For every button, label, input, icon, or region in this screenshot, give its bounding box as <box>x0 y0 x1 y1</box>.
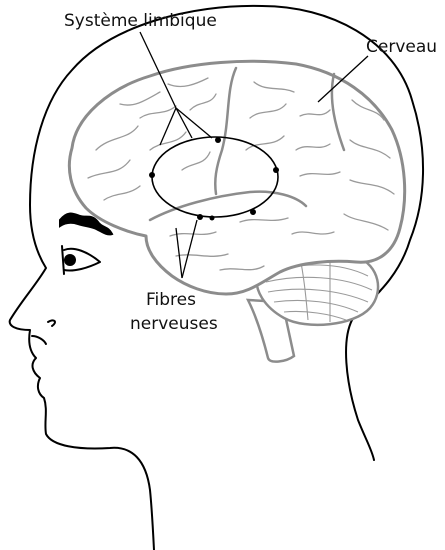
limbic-node <box>215 137 221 143</box>
limbic-node <box>273 167 279 173</box>
cerebrum <box>69 61 404 294</box>
label-brain: Cerveau <box>366 37 437 57</box>
brain-outline <box>69 61 404 294</box>
limbic-node <box>149 172 155 178</box>
lips <box>48 320 55 326</box>
label-limbic-system: Système limbique <box>64 11 217 31</box>
label-nerve-fibers-line2: nerveuses <box>130 314 218 334</box>
label-nerve-fibers-line1: Fibres <box>146 290 196 310</box>
nose-crease <box>32 336 46 344</box>
eye <box>62 246 100 274</box>
limbic-node <box>250 209 256 215</box>
limbic-node <box>197 214 203 220</box>
limbic-node <box>210 216 215 221</box>
